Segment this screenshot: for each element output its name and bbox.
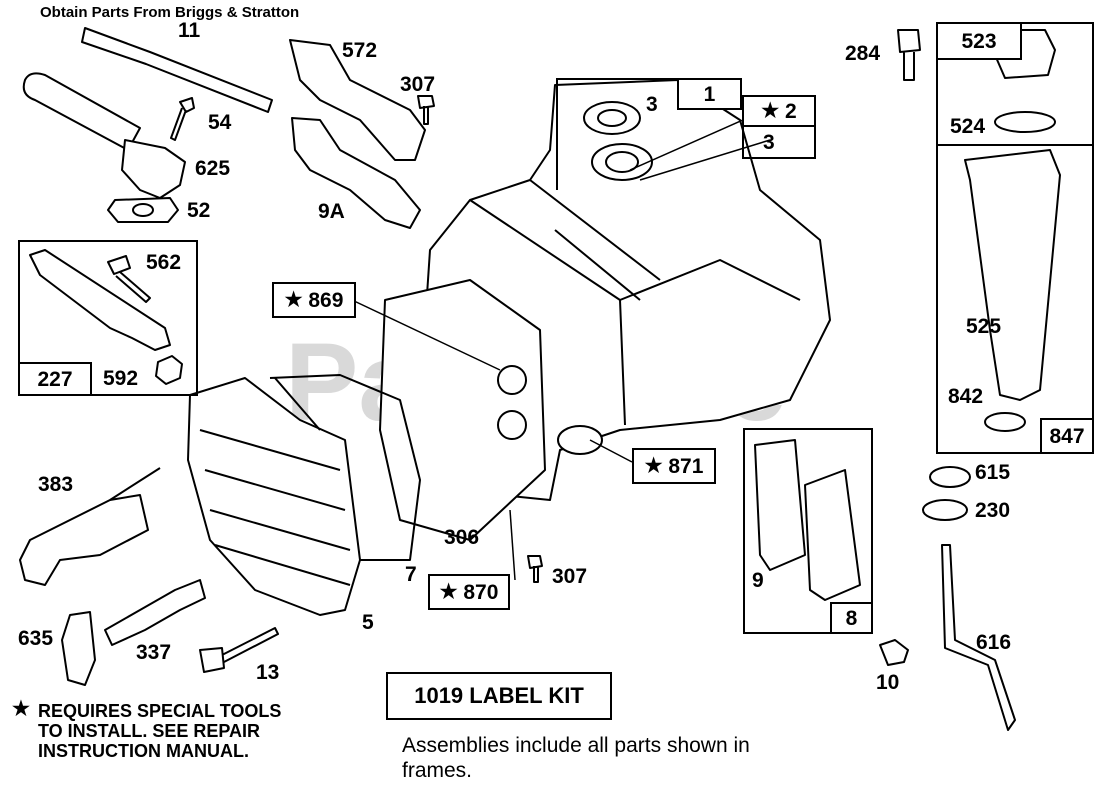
part-label-13: 13 xyxy=(256,661,280,684)
part-label-383: 383 xyxy=(38,473,74,496)
part-5-cylinder-head xyxy=(187,377,361,616)
note-line-3: INSTRUCTION MANUAL. xyxy=(38,741,249,761)
part-label-227: 227 xyxy=(37,367,73,391)
part-label-524: 524 xyxy=(950,115,986,138)
part-label-616: 616 xyxy=(976,631,1012,654)
breather-tube xyxy=(22,72,141,151)
star-icon: ★ xyxy=(439,581,458,603)
note-line-2: TO INSTALL. SEE REPAIR xyxy=(38,721,261,741)
part-11-rod xyxy=(81,27,273,113)
part-10-screw xyxy=(879,639,909,666)
part-label-9a: 9A xyxy=(318,200,345,223)
label-box-523: 523 xyxy=(936,22,1022,60)
callout-869: ★ 869 xyxy=(272,282,356,318)
part-635-boot xyxy=(61,611,96,686)
part-label-572: 572 xyxy=(342,39,378,62)
head-gasket xyxy=(269,374,421,561)
part-572-gasket xyxy=(289,39,426,161)
frame-8 xyxy=(743,428,873,634)
label-kit-text: 1019 LABEL KIT xyxy=(414,683,584,708)
part-592-nut xyxy=(155,355,183,385)
part-label-230: 230 xyxy=(975,499,1011,522)
star-icon: ★ xyxy=(761,100,780,122)
frame-227 xyxy=(18,240,198,396)
part-227-bracket xyxy=(29,249,171,351)
part-615-washer xyxy=(929,466,971,488)
part-525-tube xyxy=(964,149,1061,401)
part-label-562: 562 xyxy=(146,251,182,274)
part-label-523: 523 xyxy=(961,29,997,53)
part-label-525: 525 xyxy=(966,315,1002,338)
part-label-7: 7 xyxy=(405,563,417,586)
part-9-gasket xyxy=(754,439,806,571)
part-383-wrench xyxy=(19,494,149,586)
label-box-8: 8 xyxy=(830,602,873,634)
part-label-625: 625 xyxy=(195,157,231,180)
part-label-2: 2 xyxy=(785,99,797,123)
part-label-635: 635 xyxy=(18,627,54,650)
part-label-337: 337 xyxy=(136,641,172,664)
footer-line-1: Assemblies include all parts shown in xyxy=(402,734,750,757)
label-box-1: 1 xyxy=(677,78,742,110)
label-kit-box: 1019 LABEL KIT xyxy=(386,672,612,720)
part-label-870: 870 xyxy=(463,580,499,604)
part-230-washer xyxy=(922,499,968,521)
frame-1 xyxy=(556,78,742,190)
star-icon: ★ xyxy=(644,455,663,477)
part-337-spark-plug xyxy=(104,579,206,646)
special-tools-note: ★ REQUIRES SPECIAL TOOLS TO INSTALL. SEE… xyxy=(12,698,282,761)
part-9a-gasket xyxy=(291,117,421,229)
label-box-2: ★ 2 xyxy=(742,95,816,127)
part-label-1: 1 xyxy=(703,82,716,106)
part-284-bolt xyxy=(897,29,921,81)
part-label-52: 52 xyxy=(187,199,211,222)
label-box-847: 847 xyxy=(1040,418,1094,454)
part-label-307-bottom: 307 xyxy=(552,565,588,588)
part-54-screw xyxy=(170,97,195,141)
part-label-10: 10 xyxy=(876,671,900,694)
part-13-bolt xyxy=(199,627,279,673)
part-625-cover xyxy=(121,139,186,199)
part-label-11: 11 xyxy=(178,19,201,42)
part-7-head-gasket xyxy=(379,279,546,541)
part-label-307-top: 307 xyxy=(400,73,436,96)
part-label-615: 615 xyxy=(975,461,1011,484)
part-label-54: 54 xyxy=(208,111,232,134)
part-524-oring xyxy=(994,111,1056,133)
part-label-8: 8 xyxy=(845,606,858,630)
part-label-869: 869 xyxy=(308,288,344,312)
part-307-bolt-top xyxy=(417,95,435,125)
part-label-871: 871 xyxy=(668,454,704,478)
part-label-842: 842 xyxy=(948,385,984,408)
part-562-bolt xyxy=(107,255,151,303)
part-616-dipstick xyxy=(941,544,1016,731)
footer-line-2: frames. xyxy=(402,759,473,782)
star-icon: ★ xyxy=(12,698,30,720)
part-label-9: 9 xyxy=(752,569,764,592)
assemblies-note: Assemblies include all parts shown in fr… xyxy=(402,733,750,783)
part-label-3b: 3 xyxy=(763,131,775,154)
part-label-284: 284 xyxy=(845,42,881,65)
part-label-592: 592 xyxy=(103,367,139,390)
part-8-cover xyxy=(804,469,861,601)
part-label-306: 306 xyxy=(444,526,480,549)
part-label-847: 847 xyxy=(1049,424,1085,448)
part-label-5: 5 xyxy=(362,611,374,634)
part-842-oring xyxy=(984,412,1026,432)
callout-870: ★ 870 xyxy=(428,574,510,610)
part-label-3a: 3 xyxy=(646,93,658,116)
diagram-header: Obtain Parts From Briggs & Stratton xyxy=(40,4,300,21)
note-line-1: REQUIRES SPECIAL TOOLS xyxy=(38,701,282,721)
callout-871: ★ 871 xyxy=(632,448,716,484)
label-box-227: 227 xyxy=(18,362,92,396)
part-307-bolt-bottom xyxy=(527,555,543,583)
star-icon: ★ xyxy=(284,289,303,311)
